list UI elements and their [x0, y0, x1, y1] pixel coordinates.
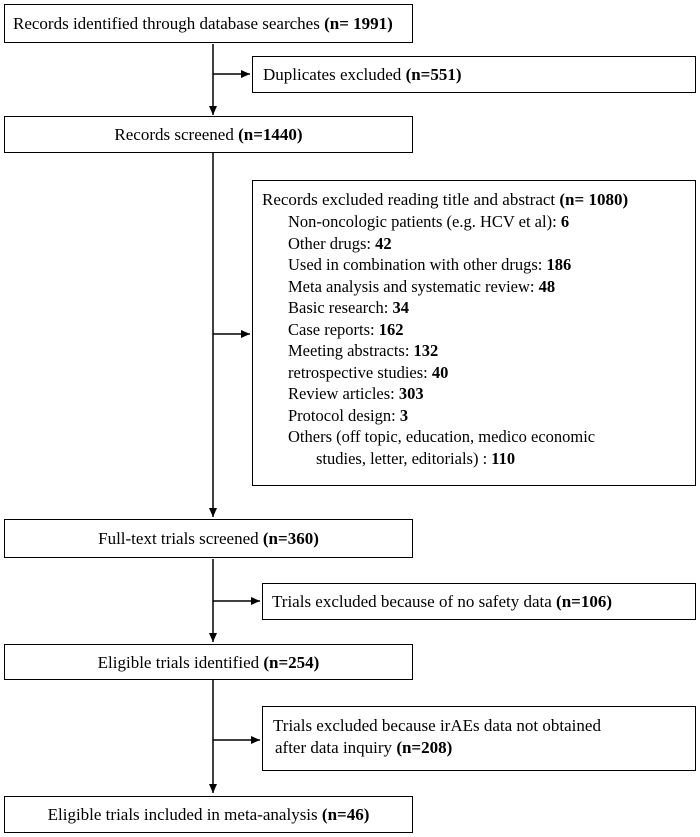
exclusion-reason-item: Meeting abstracts: 132 [288, 341, 439, 360]
fulltext-screened-count: (n=360) [262, 529, 319, 548]
exclusion-reason-others-cont: studies, letter, editorials) : 110 [316, 448, 516, 468]
title-abstract-excluded-count: (n= 1080) [559, 190, 629, 209]
irae-excluded-label: Trials excluded because irAEs data not o… [273, 716, 601, 735]
title-abstract-excluded-label: Records excluded reading title and abstr… [262, 190, 560, 209]
records-screened-count: (n=1440) [238, 125, 303, 144]
no-safety-data-count: (n=106) [556, 592, 612, 611]
no-safety-data-box: Trials excluded because of no safety dat… [262, 583, 696, 620]
irae-excluded-count: (n=208) [396, 738, 453, 757]
duplicates-excluded-box: Duplicates excluded (n=551) [252, 56, 696, 93]
fulltext-screened-label: Full-text trials screened [98, 529, 263, 548]
exclusion-reason-item: retrospective studies: 40 [288, 362, 449, 382]
records-identified-count: (n= 1991) [324, 14, 393, 33]
title-abstract-excluded-box: Records excluded reading title and abstr… [252, 180, 696, 486]
eligible-identified-count: (n=254) [263, 653, 320, 672]
exclusion-reason-item: Used in combination with other drugs: 18… [288, 255, 572, 274]
exclusion-reason-others: Others (off topic, education, medico eco… [288, 427, 596, 446]
eligible-identified-box: Eligible trials identified (n=254) [4, 644, 413, 680]
fulltext-screened-box: Full-text trials screened (n=360) [4, 519, 413, 558]
duplicates-excluded-label: Duplicates excluded [263, 65, 406, 84]
exclusion-reason-item: Protocol design: 3 [288, 405, 409, 425]
exclusion-reason-item: Meta analysis and systematic review: 48 [288, 276, 556, 296]
included-trials-box: Eligible trials included in meta-analysi… [4, 796, 413, 833]
included-trials-label: Eligible trials included in meta-analysi… [47, 805, 322, 824]
no-safety-data-label: Trials excluded because of no safety dat… [272, 592, 557, 611]
exclusion-reason-item: Basic research: 34 [288, 298, 409, 317]
included-trials-count: (n=46) [321, 805, 370, 824]
duplicates-excluded-count: (n=551) [405, 65, 462, 84]
exclusion-reason-item: Non-oncologic patients (e.g. HCV et al):… [288, 212, 570, 231]
records-identified-box: Records identified through database sear… [4, 4, 413, 43]
exclusion-reason-item: Review articles: 303 [288, 384, 424, 403]
eligible-identified-label: Eligible trials identified [97, 653, 264, 672]
records-screened-label: Records screened [114, 125, 239, 144]
irae-excluded-label-cont: after data inquiry [275, 738, 397, 757]
irae-excluded-box: Trials excluded because irAEs data not o… [262, 706, 696, 771]
exclusion-reason-item: Case reports: 162 [288, 319, 404, 339]
records-identified-label: Records identified through database sear… [13, 14, 325, 33]
exclusion-reason-item: Other drugs: 42 [288, 233, 392, 253]
records-screened-box: Records screened (n=1440) [4, 116, 413, 153]
